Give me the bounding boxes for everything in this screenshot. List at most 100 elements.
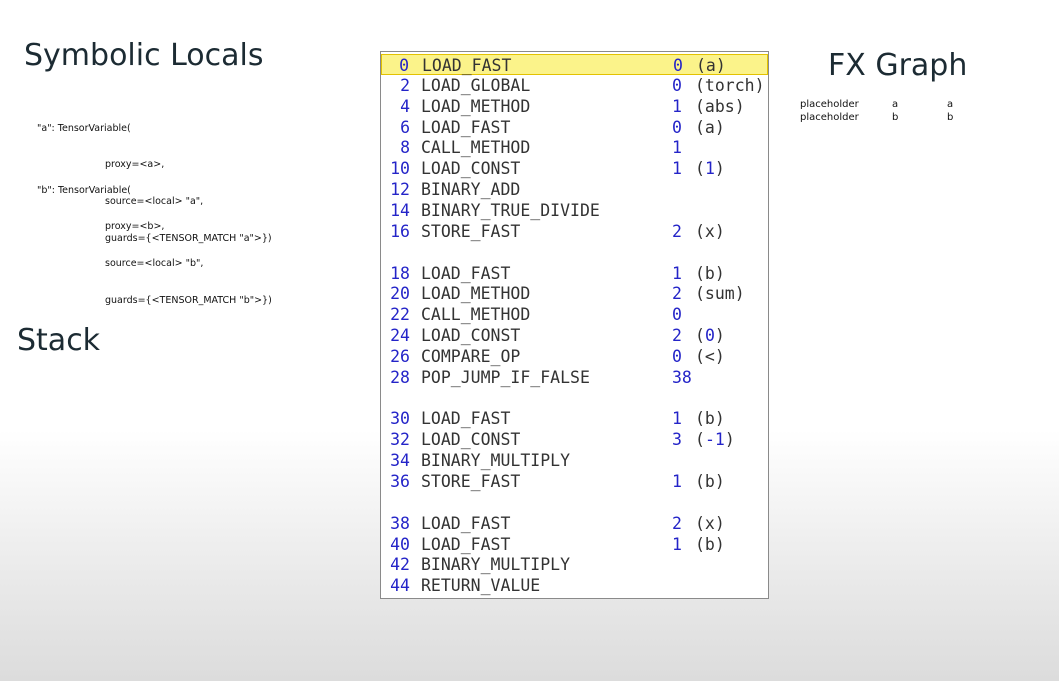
fx-graph-table: placeholder a a placeholder b b (800, 99, 967, 124)
instruction-arg: 1 (672, 159, 682, 179)
bytecode-instruction: 40 LOAD_FAST 1 (b) (381, 534, 768, 555)
instruction-offset: 0 (399, 56, 409, 75)
instruction-offset: 42 (390, 555, 410, 575)
instruction-opname: LOAD_GLOBAL (421, 75, 531, 95)
instruction-argval: (sum) (695, 284, 745, 304)
instruction-opname: LOAD_METHOD (421, 96, 531, 116)
instruction-opname: BINARY_ADD (421, 180, 521, 200)
fx-graph-node: placeholder b b (800, 112, 967, 125)
instruction-opname: LOAD_CONST (421, 326, 521, 346)
instruction-opname: LOAD_FAST (421, 409, 511, 429)
instruction-argval: (x) (695, 513, 725, 533)
instruction-offset: 30 (390, 409, 410, 429)
instruction-arg: 0 (673, 56, 683, 75)
instruction-arg: 1 (672, 138, 682, 158)
symbolic-local-line: source=<local> "b", (105, 258, 204, 270)
fx-node-op: placeholder (800, 111, 859, 123)
instruction-arg: 0 (672, 75, 682, 95)
instruction-argval: (b) (695, 534, 725, 554)
instruction-arg: 38 (672, 367, 692, 387)
instruction-opname: POP_JUMP_IF_FALSE (421, 367, 590, 387)
instruction-offset: 34 (390, 451, 410, 471)
argval-number: 1 (704, 159, 715, 179)
fx-graph-title: FX Graph (828, 48, 968, 83)
instruction-opname: LOAD_FAST (421, 117, 511, 137)
instruction-argval: (-1) (695, 430, 735, 450)
instruction-offset: 32 (390, 430, 410, 450)
instruction-offset: 36 (390, 472, 410, 491)
argval-number: 0 (704, 326, 715, 346)
instruction-arg: 1 (672, 263, 682, 283)
fx-node-op: placeholder (800, 99, 859, 110)
instruction-offset: 2 (400, 75, 410, 95)
instruction-opname: CALL_METHOD (421, 138, 531, 158)
instruction-opname: STORE_FAST (421, 221, 521, 241)
instruction-opname: BINARY_MULTIPLY (421, 555, 571, 575)
bytecode-instruction: 28 POP_JUMP_IF_FALSE 38 (381, 367, 768, 388)
instruction-opname: RETURN_VALUE (421, 576, 541, 596)
instruction-offset: 20 (390, 284, 410, 304)
instruction-opname: LOAD_FAST (421, 534, 511, 554)
fx-graph-node: placeholder a a (800, 99, 967, 112)
instruction-arg: 1 (672, 534, 682, 554)
bytecode-instruction: 44 RETURN_VALUE (381, 575, 768, 596)
instruction-argval: (torch) (695, 75, 765, 95)
bytecode-instruction: 12 BINARY_ADD (381, 179, 768, 200)
instruction-argval: (<) (695, 346, 725, 366)
instruction-argval: (0) (695, 326, 725, 346)
instruction-opname: LOAD_FAST (421, 263, 511, 283)
symbolic-local-line: proxy=<b>, (105, 221, 165, 233)
instruction-offset: 38 (390, 513, 410, 533)
bytecode-instruction: 6 LOAD_FAST 0 (a) (381, 117, 768, 138)
instruction-arg: 2 (672, 221, 682, 241)
instruction-opname: LOAD_CONST (421, 159, 521, 179)
instruction-arg: 2 (672, 326, 682, 346)
instruction-argval: (1) (695, 159, 725, 179)
instruction-opname: LOAD_FAST (421, 513, 511, 533)
instruction-opname: LOAD_FAST (422, 56, 512, 75)
argval-number: -1 (704, 430, 725, 450)
instruction-arg: 1 (672, 409, 682, 429)
instruction-arg: 0 (672, 346, 682, 366)
instruction-offset: 40 (390, 534, 410, 554)
symbolic-local-a: "a": TensorVariable( proxy=<a>, source=<… (37, 98, 272, 258)
fx-node-target: b (947, 111, 954, 123)
fx-node-target: a (947, 99, 954, 110)
symbolic-local-line: guards={<TENSOR_MATCH "a">}) (105, 233, 272, 245)
instruction-offset: 44 (390, 576, 410, 596)
instruction-argval: (b) (695, 263, 725, 283)
bytecode-instruction: 20 LOAD_METHOD 2 (sum) (381, 283, 768, 304)
instruction-offset: 22 (390, 305, 410, 325)
instruction-opname: COMPARE_OP (421, 346, 521, 366)
instruction-argval: (x) (695, 221, 725, 241)
instruction-offset: 24 (390, 326, 410, 346)
instruction-offset: 18 (390, 263, 410, 283)
symbolic-local-line: proxy=<a>, (105, 159, 165, 171)
instruction-arg: 2 (672, 284, 682, 304)
instruction-offset: 16 (390, 221, 410, 241)
bytecode-instruction: 42 BINARY_MULTIPLY (381, 554, 768, 575)
instruction-arg: 0 (672, 117, 682, 137)
instruction-opname: LOAD_METHOD (421, 284, 531, 304)
instruction-offset: 10 (390, 159, 410, 179)
bytecode-instruction: 2 LOAD_GLOBAL 0 (torch) (381, 75, 768, 96)
instruction-offset: 28 (390, 367, 410, 387)
instruction-offset: 12 (390, 180, 410, 200)
current-instruction: 0 LOAD_FAST 0 (a) (381, 54, 768, 75)
instruction-argval: (abs) (695, 96, 745, 116)
symbolic-locals-title: Symbolic Locals (24, 38, 264, 73)
instruction-offset: 26 (390, 346, 410, 366)
instruction-offset: 14 (390, 200, 410, 220)
stack-title: Stack (17, 323, 101, 358)
instruction-offset: 6 (400, 117, 410, 137)
bytecode-instruction: 16 STORE_FAST 2 (x) (381, 221, 768, 242)
instruction-argval: (a) (696, 56, 726, 75)
instruction-argval: (a) (695, 117, 725, 137)
